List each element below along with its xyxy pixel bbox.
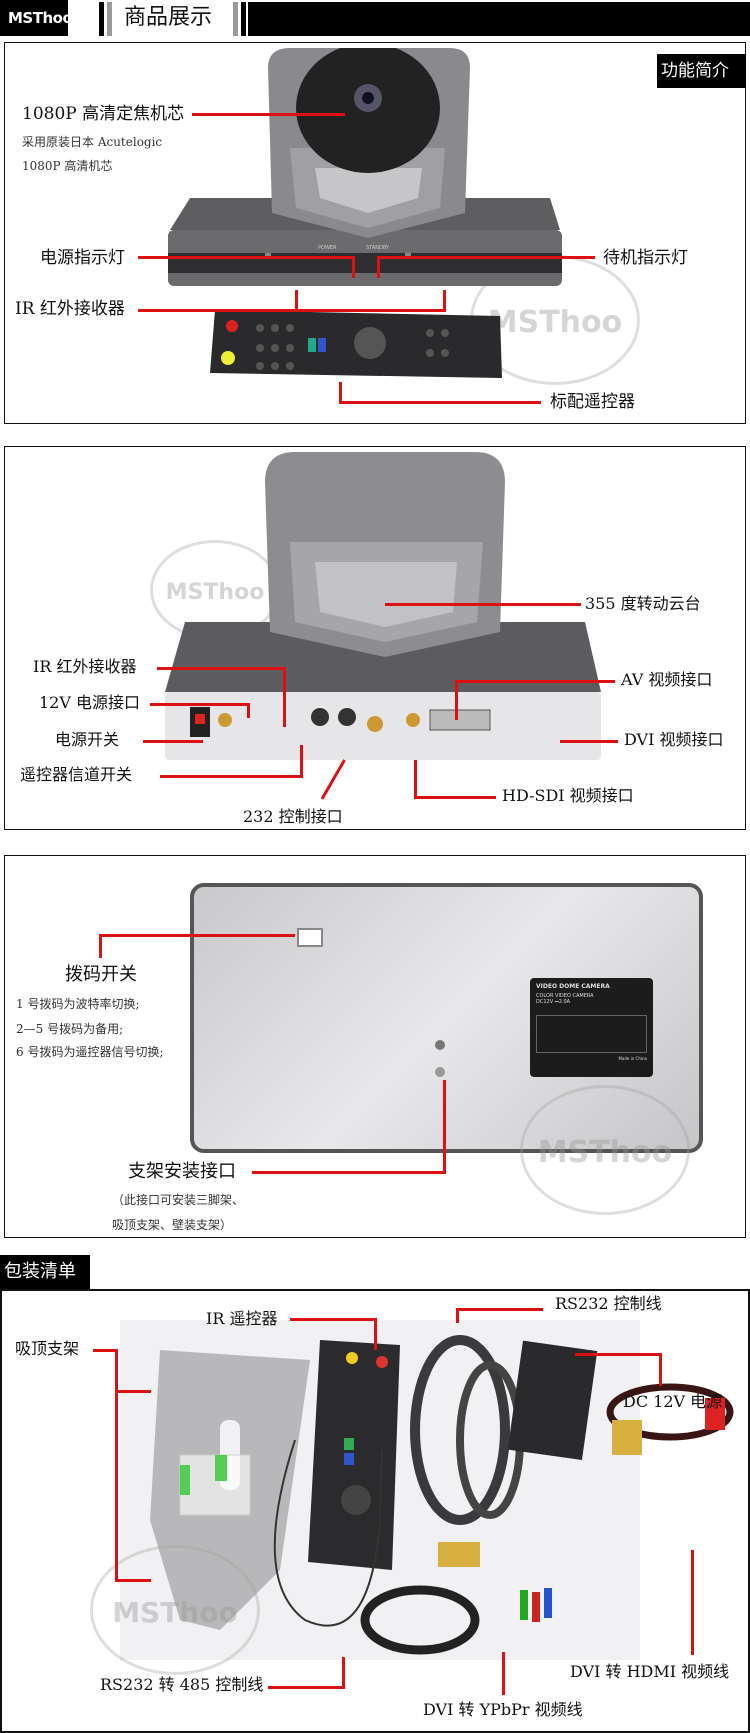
- dvi-hdmi-label: DVI 转 HDMI 视频线: [570, 1662, 730, 1681]
- plate-title: VIDEO DOME CAMERA: [536, 983, 610, 990]
- power-switch-label: 电源开关: [55, 730, 120, 749]
- callout-line: [115, 1349, 118, 1582]
- plate-table: [536, 1015, 647, 1053]
- dip-desc: 2—5 号拨码为备用;: [16, 1022, 124, 1036]
- mount-desc: （此接口可安装三脚架、: [112, 1193, 245, 1207]
- mount-hole: [435, 1040, 445, 1050]
- power-led-label: 电源指示灯: [40, 248, 125, 268]
- rs232-cable-label: RS232 控制线: [555, 1294, 662, 1313]
- dvi-port-label: DVI 视频接口: [624, 730, 724, 749]
- standby-led-text: STANDBY: [366, 245, 390, 251]
- header-bar: [248, 2, 750, 36]
- callout-line: [115, 1390, 151, 1393]
- dvi-ypbpr-label: DVI 转 YPbPr 视频线: [423, 1700, 583, 1719]
- callout-line: [300, 745, 303, 778]
- callout-line: [93, 1349, 118, 1352]
- callout-line: [443, 1080, 446, 1173]
- plate-power: DC12V ⎓2.0A: [536, 999, 571, 1005]
- mount-desc: 吸顶支架、壁装支架）: [112, 1218, 233, 1232]
- dip-switch-label: 拨码开关: [65, 964, 137, 985]
- ir-receiver-label: IR 红外接收器: [15, 299, 125, 319]
- camera-rear-image: [165, 452, 601, 760]
- plate-made: Made in China: [618, 1056, 647, 1061]
- divider: [241, 2, 246, 36]
- watermark-seal: MSThoo: [520, 1085, 690, 1215]
- rs232-port-label: 232 控制接口: [243, 807, 343, 826]
- dip-desc: 6 号拨码为遥控器信号切换;: [16, 1045, 164, 1059]
- dip-desc: 1 号拨码为波特率切换;: [16, 997, 140, 1011]
- camera-front-image: [168, 48, 562, 378]
- callout-line: [283, 667, 286, 727]
- callout-line: [247, 703, 250, 718]
- callout-line: [560, 740, 618, 743]
- callout-line: [455, 680, 458, 720]
- standby-led-label: 待机指示灯: [603, 248, 688, 268]
- callout-line: [352, 256, 355, 278]
- callout-line: [414, 796, 496, 799]
- callout-line: [160, 775, 302, 778]
- page-header: MSThoo 商品展示: [0, 0, 750, 36]
- mount-hole: [435, 1067, 445, 1077]
- callout-line: [457, 1308, 543, 1311]
- package-tag: 包装清单: [0, 1255, 90, 1289]
- sensor-desc: 1080P 高清机芯: [22, 159, 113, 173]
- callout-line: [456, 1308, 459, 1323]
- callout-line: [443, 290, 446, 310]
- dip-switch: [297, 928, 323, 947]
- av-port-label: AV 视频接口: [621, 670, 713, 689]
- callout-line: [192, 113, 345, 116]
- callout-line: [339, 401, 541, 404]
- callout-line: [99, 934, 102, 958]
- section-title: 商品展示: [124, 5, 213, 30]
- ir-remote-label: IR 遥控器: [206, 1309, 278, 1328]
- pan-tilt-label: 355 度转动云台: [585, 594, 701, 613]
- callout-line: [455, 680, 615, 683]
- brand-logo: MSThoo: [0, 0, 73, 36]
- remote-label: 标配遥控器: [550, 392, 635, 412]
- callout-line: [374, 1318, 377, 1350]
- callout-line: [150, 703, 250, 706]
- callout-line: [268, 1686, 345, 1689]
- callout-line: [295, 290, 298, 310]
- channel-switch-label: 遥控器信道开关: [20, 765, 133, 784]
- rs232-485-label: RS232 转 485 控制线: [100, 1675, 264, 1694]
- callout-line: [575, 1353, 662, 1356]
- callout-line: [342, 1657, 345, 1688]
- callout-line: [157, 667, 285, 670]
- callout-line: [290, 1318, 376, 1321]
- sensor-desc: 采用原装日本 Acutelogic: [22, 135, 163, 149]
- callout-line: [138, 309, 446, 312]
- sdi-port-label: HD-SDI 视频接口: [502, 786, 634, 805]
- mount-label: 支架安装接口: [128, 1161, 236, 1182]
- callout-line: [502, 1652, 505, 1695]
- power-led-text: POWER: [318, 245, 337, 251]
- feature-tag: 功能简介: [657, 54, 746, 88]
- callout-line: [143, 740, 203, 743]
- ceiling-mount-label: 吸顶支架: [15, 1339, 80, 1358]
- callout-line: [99, 934, 295, 937]
- callout-line: [377, 256, 380, 278]
- callout-line: [414, 760, 417, 798]
- callout-line: [385, 603, 581, 606]
- product-label-plate: VIDEO DOME CAMERA COLOR VIDEO CAMERA DC1…: [530, 978, 653, 1077]
- callout-line: [377, 256, 595, 259]
- divider: [107, 2, 112, 36]
- divider: [233, 2, 238, 36]
- callout-line: [115, 1579, 151, 1582]
- divider: [99, 2, 104, 36]
- power-adapter-label: DC 12V 电源: [623, 1392, 723, 1411]
- sensor-label: 1080P 高清定焦机芯: [22, 104, 185, 124]
- dc-port-label: 12V 电源接口: [39, 693, 141, 712]
- callout-line: [691, 1550, 694, 1655]
- watermark-seal: MSThoo: [90, 1545, 260, 1675]
- plate-sub: COLOR VIDEO CAMERA: [536, 993, 594, 999]
- callout-line: [252, 1171, 446, 1174]
- ir-receiver-label: IR 红外接收器: [33, 657, 137, 676]
- callout-line: [138, 256, 355, 259]
- callout-line: [339, 382, 342, 404]
- callout-line: [659, 1353, 662, 1386]
